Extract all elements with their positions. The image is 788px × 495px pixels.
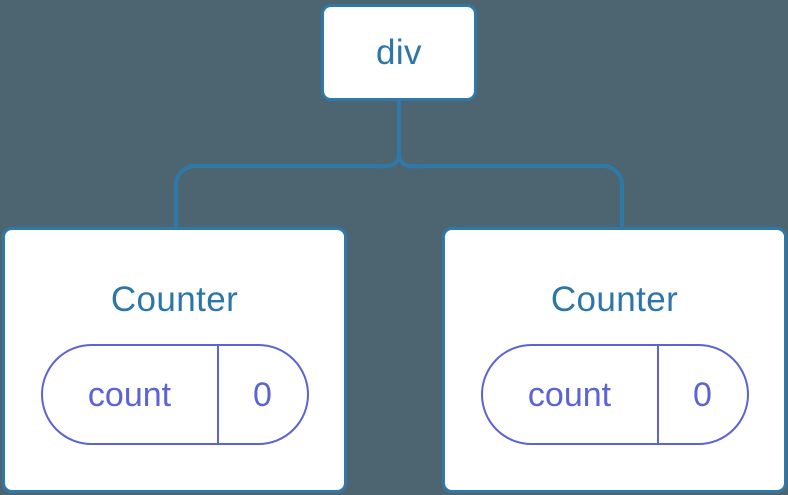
connector-branch-left bbox=[174, 150, 401, 229]
state-value-right: 0 bbox=[693, 375, 712, 414]
state-key-right: count bbox=[483, 346, 659, 443]
state-pill-left[interactable]: count 0 bbox=[40, 344, 309, 445]
node-counter-left-title: Counter bbox=[110, 280, 239, 319]
connector-branch-right bbox=[397, 150, 624, 229]
node-div[interactable]: div bbox=[321, 4, 477, 101]
state-pill-right[interactable]: count 0 bbox=[480, 344, 749, 445]
node-counter-right[interactable]: Counter count 0 bbox=[442, 227, 787, 493]
node-counter-left[interactable]: Counter count 0 bbox=[2, 227, 347, 493]
node-div-label: div bbox=[376, 33, 422, 72]
state-value-left: 0 bbox=[253, 375, 272, 414]
state-key-left: count bbox=[43, 346, 219, 443]
node-counter-right-title: Counter bbox=[550, 280, 679, 319]
